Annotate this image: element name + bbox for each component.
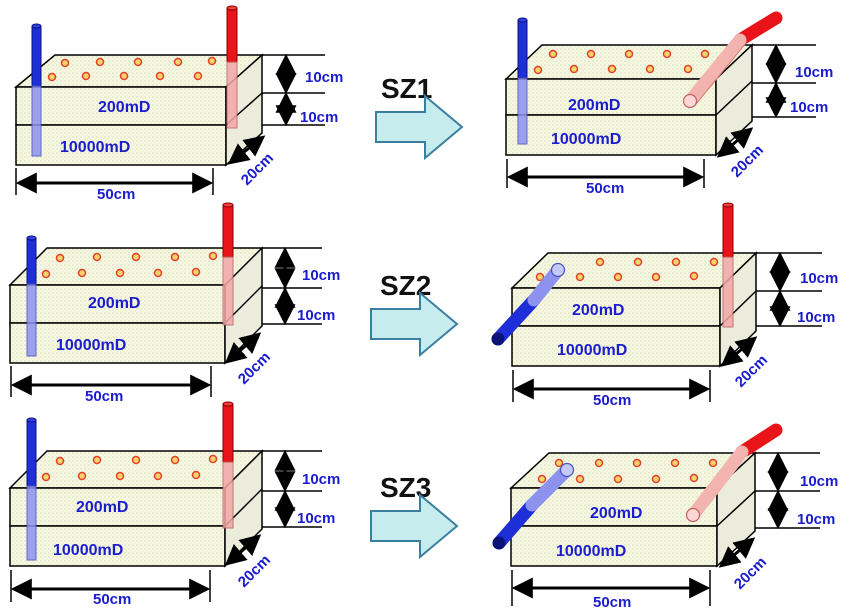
length-label: 50cm [85,388,123,405]
top-layer-permeability: 200mD [98,99,150,116]
bottom-layer-permeability: 10000mD [56,337,126,354]
bottom-thickness-label: 10cm [297,510,335,527]
scenario-row-3: 200mD 10000mD 10cm 10cm 50cm 20cm SZ3 [8,401,838,611]
bottom-thickness-label: 10cm [797,511,835,528]
producer-well [222,204,234,258]
length-label: 50cm [586,180,624,197]
width-label: 20cm [235,552,274,591]
scenario-row-1: 200mD 10000mD 10cm 10cm 50cm 20cm SZ1 [13,5,833,203]
tracer-dots [41,454,218,482]
tracer-dots [47,56,217,82]
injector-well [31,25,42,87]
length-label: 50cm [93,591,131,608]
top-thickness-label: 10cm [800,270,838,287]
width-label: 20cm [731,554,770,593]
model-after-sz3: 200mD 10000mD 10cm 10cm 50cm 20cm [492,423,838,611]
bottom-thickness-label: 10cm [797,309,835,326]
injector-well [517,19,528,79]
tracer-dots [41,251,218,279]
model-after-sz2: 200mD 10000mD 10cm 10cm 50cm 20cm [491,202,838,409]
width-label: 20cm [728,142,767,181]
tracer-dots [533,49,710,75]
bottom-thickness-label: 10cm [790,99,828,116]
bottom-layer-permeability: 10000mD [557,342,627,359]
tracer-dots [537,458,718,484]
length-label: 50cm [593,392,631,409]
producer-well [735,423,783,459]
bottom-layer-permeability: 10000mD [53,542,123,559]
top-thickness-label: 10cm [795,64,833,81]
top-thickness-label: 10cm [305,69,343,86]
producer-well [722,204,734,258]
length-label: 50cm [97,186,135,203]
producer-well [226,7,238,63]
width-label: 20cm [732,352,771,391]
bottom-thickness-label: 10cm [297,307,335,324]
bottom-layer-permeability: 10000mD [60,139,130,156]
scenario-label: SZ1 [381,73,432,104]
model-before-sz3: 200mD 10000mD 10cm 10cm 50cm 20cm [8,401,340,608]
scenario-row-2: 200mD 10000mD 10cm 10cm 50cm 20cm SZ2 [8,202,838,409]
top-layer-permeability: 200mD [590,505,642,522]
block-front-bottom-layer [15,124,227,166]
model-after-sz1: 200mD 10000mD 10cm 10cm 50cm 20cm [504,11,833,197]
producer-well [733,11,783,47]
model-before-sz1: 200mD 10000mD 10cm 10cm 50cm 20cm [13,5,343,203]
bottom-thickness-label: 10cm [300,109,338,126]
scenario-arrow-sz2: SZ2 [370,270,459,358]
model-before-sz2: 200mD 10000mD 10cm 10cm 50cm 20cm [8,202,340,405]
injector-well [26,419,37,487]
top-thickness-label: 10cm [800,473,838,490]
top-thickness-label: 10cm [302,471,340,488]
top-thickness-label: 10cm [302,267,340,284]
width-label: 20cm [235,349,274,388]
length-label: 50cm [593,594,631,611]
bottom-layer-permeability: 10000mD [551,131,621,148]
scenario-arrow-sz1: SZ1 [375,73,464,161]
scenario-arrow-sz3: SZ3 [370,472,459,560]
injector-well [26,237,37,285]
injector-well [491,293,541,346]
top-layer-permeability: 200mD [568,97,620,114]
producer-well [222,403,234,463]
tracer-dots [535,257,719,282]
top-layer-permeability: 200mD [572,302,624,319]
top-layer-permeability: 200mD [76,499,128,516]
width-label: 20cm [238,150,277,189]
bottom-layer-permeability: 10000mD [556,543,626,560]
top-layer-permeability: 200mD [88,295,140,312]
injector-well [492,498,539,550]
